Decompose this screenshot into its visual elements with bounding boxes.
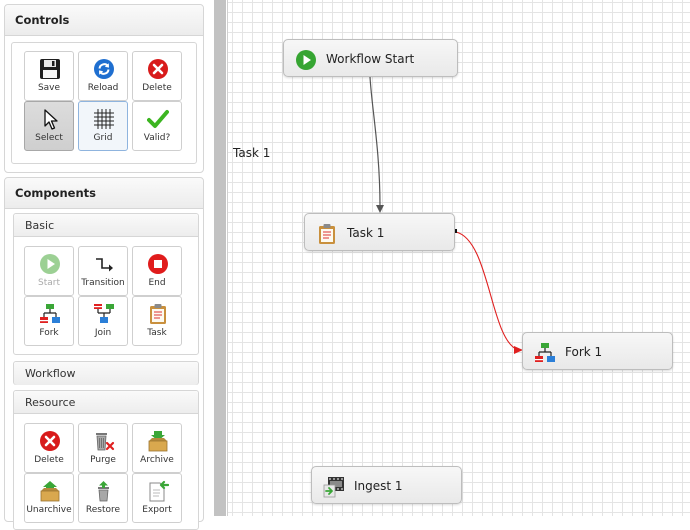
restore-label: Restore: [85, 505, 121, 515]
clipboard-icon: [319, 224, 335, 244]
node-fork1[interactable]: Fork 1: [522, 332, 673, 370]
transition-label: Transition: [81, 278, 125, 288]
transitions-layer: [369, 76, 523, 354]
cursor-arrow-icon: [44, 109, 58, 130]
components-panel-title: Components: [5, 178, 203, 209]
transition-arrow-icon: [96, 258, 113, 272]
resource-section: Resource Delete Purge: [13, 390, 199, 530]
resource-delete-label: Delete: [34, 455, 64, 465]
reload-button[interactable]: Reload: [78, 51, 128, 101]
checkmark-icon: [147, 110, 169, 128]
transition-start-to-task1[interactable]: [369, 76, 381, 208]
end-label: End: [148, 278, 166, 288]
drag-ghost-label: Task 1: [233, 146, 271, 160]
archive-box-icon: [148, 431, 168, 452]
components-panel: Components Basic Start Transition: [4, 177, 204, 530]
resource-delete-component[interactable]: Delete: [24, 423, 74, 473]
fork-component[interactable]: Fork: [24, 296, 74, 346]
unarchive-box-icon: [40, 481, 60, 502]
grid-icon: [94, 109, 114, 129]
workflow-section: Workflow: [13, 361, 199, 385]
floppy-disk-icon: [40, 59, 60, 79]
transition-arrowhead-icon: [376, 205, 384, 213]
task-component[interactable]: Task: [132, 296, 182, 346]
delete-label: Delete: [142, 83, 172, 93]
transition-task1-to-fork1[interactable]: [455, 231, 519, 351]
controls-panel-title: Controls: [5, 5, 203, 36]
start-label: Start: [38, 278, 60, 288]
ingest-film-icon: [323, 477, 344, 498]
node-fork1-label: Fork 1: [565, 345, 603, 359]
panel-splitter[interactable]: [213, 0, 227, 516]
unarchive-label: Unarchive: [26, 505, 72, 515]
fork-label: Fork: [39, 328, 59, 338]
fork-icon: [40, 304, 60, 323]
fork-icon: [535, 343, 555, 362]
archive-component[interactable]: Archive: [132, 423, 182, 473]
join-label: Join: [94, 328, 112, 338]
basic-section-header[interactable]: Basic: [14, 214, 198, 237]
task-label: Task: [147, 328, 167, 338]
node-task1-label: Task 1: [347, 226, 385, 240]
delete-button[interactable]: Delete: [132, 51, 182, 101]
reload-icon: [94, 59, 114, 79]
save-label: Save: [37, 83, 61, 93]
delete-x-icon: [148, 59, 168, 79]
clipboard-icon: [150, 304, 166, 324]
controls-panel: Controls Save Reload: [4, 4, 204, 173]
node-workflow-start-label: Workflow Start: [326, 52, 415, 66]
node-ingest1[interactable]: Ingest 1: [311, 466, 462, 504]
play-icon: [296, 50, 316, 70]
archive-label: Archive: [140, 455, 174, 465]
transition-component[interactable]: Transition: [78, 246, 128, 296]
join-component[interactable]: Join: [78, 296, 128, 346]
workflow-canvas[interactable]: Task 1 Workflow Start Task 1 Fork 1: [227, 0, 690, 516]
join-icon: [94, 304, 114, 323]
node-workflow-start[interactable]: Workflow Start: [283, 39, 458, 77]
reload-label: Reload: [87, 83, 119, 93]
basic-section: Basic Start Transition: [13, 213, 199, 355]
trash-purge-icon: [96, 433, 115, 451]
select-label: Select: [35, 133, 63, 143]
splitter-handle[interactable]: [214, 0, 226, 516]
trash-restore-icon: [98, 481, 109, 502]
end-component[interactable]: End: [132, 246, 182, 296]
export-label: Export: [142, 505, 172, 515]
resource-section-header[interactable]: Resource: [14, 391, 198, 414]
grid-toggle-button[interactable]: Grid: [78, 101, 128, 151]
purge-label: Purge: [90, 455, 116, 465]
stop-icon: [148, 254, 168, 274]
purge-component[interactable]: Purge: [78, 423, 128, 473]
play-icon: [40, 254, 60, 274]
valid-label: Valid?: [143, 133, 171, 143]
select-tool-button[interactable]: Select: [24, 101, 74, 151]
grid-label: Grid: [93, 133, 113, 143]
node-ingest1-label: Ingest 1: [354, 479, 403, 493]
delete-x-icon: [40, 431, 60, 451]
sidebar: Controls Save Reload: [0, 0, 213, 530]
start-component[interactable]: Start: [24, 246, 74, 296]
save-button[interactable]: Save: [24, 51, 74, 101]
validate-button[interactable]: Valid?: [132, 101, 182, 151]
node-task1[interactable]: Task 1: [304, 213, 455, 251]
restore-component[interactable]: Restore: [78, 473, 128, 523]
controls-toolbar: Save Reload Delete: [11, 42, 197, 164]
export-document-icon: [149, 480, 169, 502]
workflow-section-header[interactable]: Workflow: [14, 362, 198, 385]
